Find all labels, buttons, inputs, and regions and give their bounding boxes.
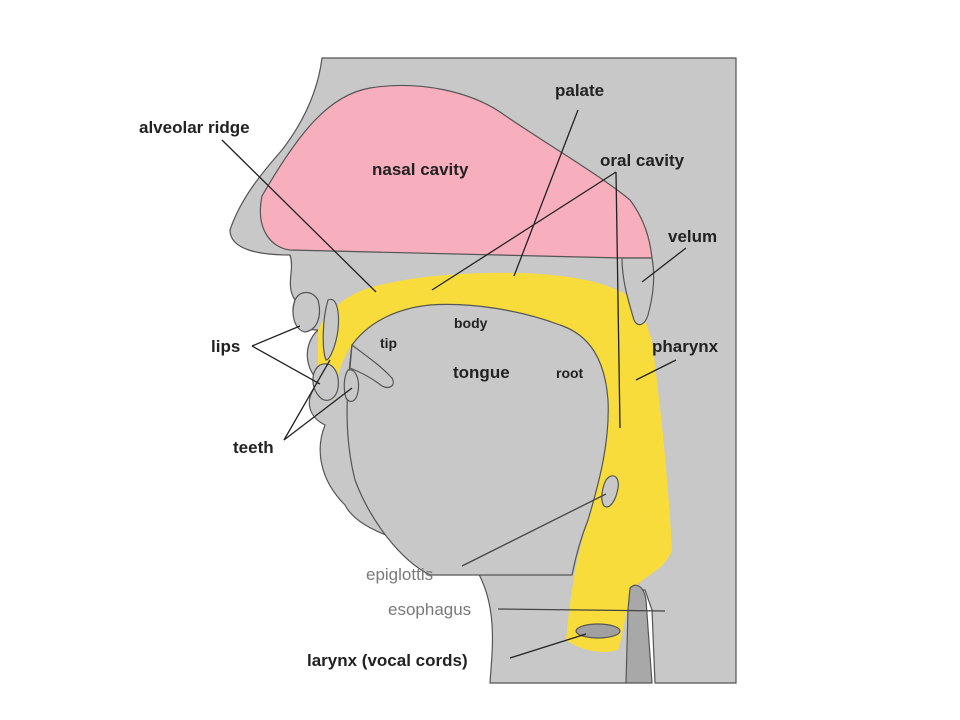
lips-leader-lower [251, 345, 321, 385]
label-lips: lips [211, 337, 240, 356]
oral-cavity-leader-a [431, 171, 617, 291]
label-velum: velum [668, 227, 717, 246]
esophagus-shape [625, 584, 653, 684]
alveolar-ridge-leader [221, 139, 377, 293]
epiglottis-shape [601, 475, 619, 508]
upper-tooth-shape [322, 298, 340, 361]
epiglottis-leader [461, 493, 607, 567]
label-nasal-cavity: nasal cavity [372, 160, 469, 179]
lower-tooth-shape [343, 369, 360, 402]
oral-cavity-leader-b [615, 171, 621, 429]
label-tip: tip [380, 335, 397, 351]
tongue-tip-shape [349, 343, 394, 389]
label-oral-cavity: oral cavity [600, 151, 685, 170]
pharynx-leader [635, 359, 677, 381]
vocal-cords-shape [575, 623, 621, 639]
label-teeth: teeth [233, 438, 274, 457]
larynx-leader [509, 633, 587, 659]
teeth-leader-upper [283, 359, 331, 441]
esophagus-leader [497, 608, 666, 612]
tongue-shape [346, 303, 609, 576]
label-pharynx: pharynx [652, 337, 719, 356]
lips-leader-upper [251, 325, 301, 347]
upper-lip-shape [292, 291, 321, 333]
label-root: root [556, 365, 584, 381]
label-body: body [454, 315, 488, 331]
teeth-leader-lower [283, 387, 353, 441]
lower-lip-shape [312, 363, 339, 401]
nasal-cavity-region [259, 84, 653, 259]
velum-leader [641, 247, 687, 283]
label-larynx: larynx (vocal cords) [307, 651, 468, 670]
label-alveolar-ridge: alveolar ridge [139, 118, 250, 137]
palate-leader [513, 109, 579, 277]
label-epiglottis: epiglottis [366, 565, 433, 584]
velum-shape [621, 257, 655, 326]
label-esophagus: esophagus [388, 600, 471, 619]
vocal-tract-region [318, 272, 672, 652]
label-palate: palate [555, 81, 604, 100]
label-tongue: tongue [453, 363, 510, 382]
